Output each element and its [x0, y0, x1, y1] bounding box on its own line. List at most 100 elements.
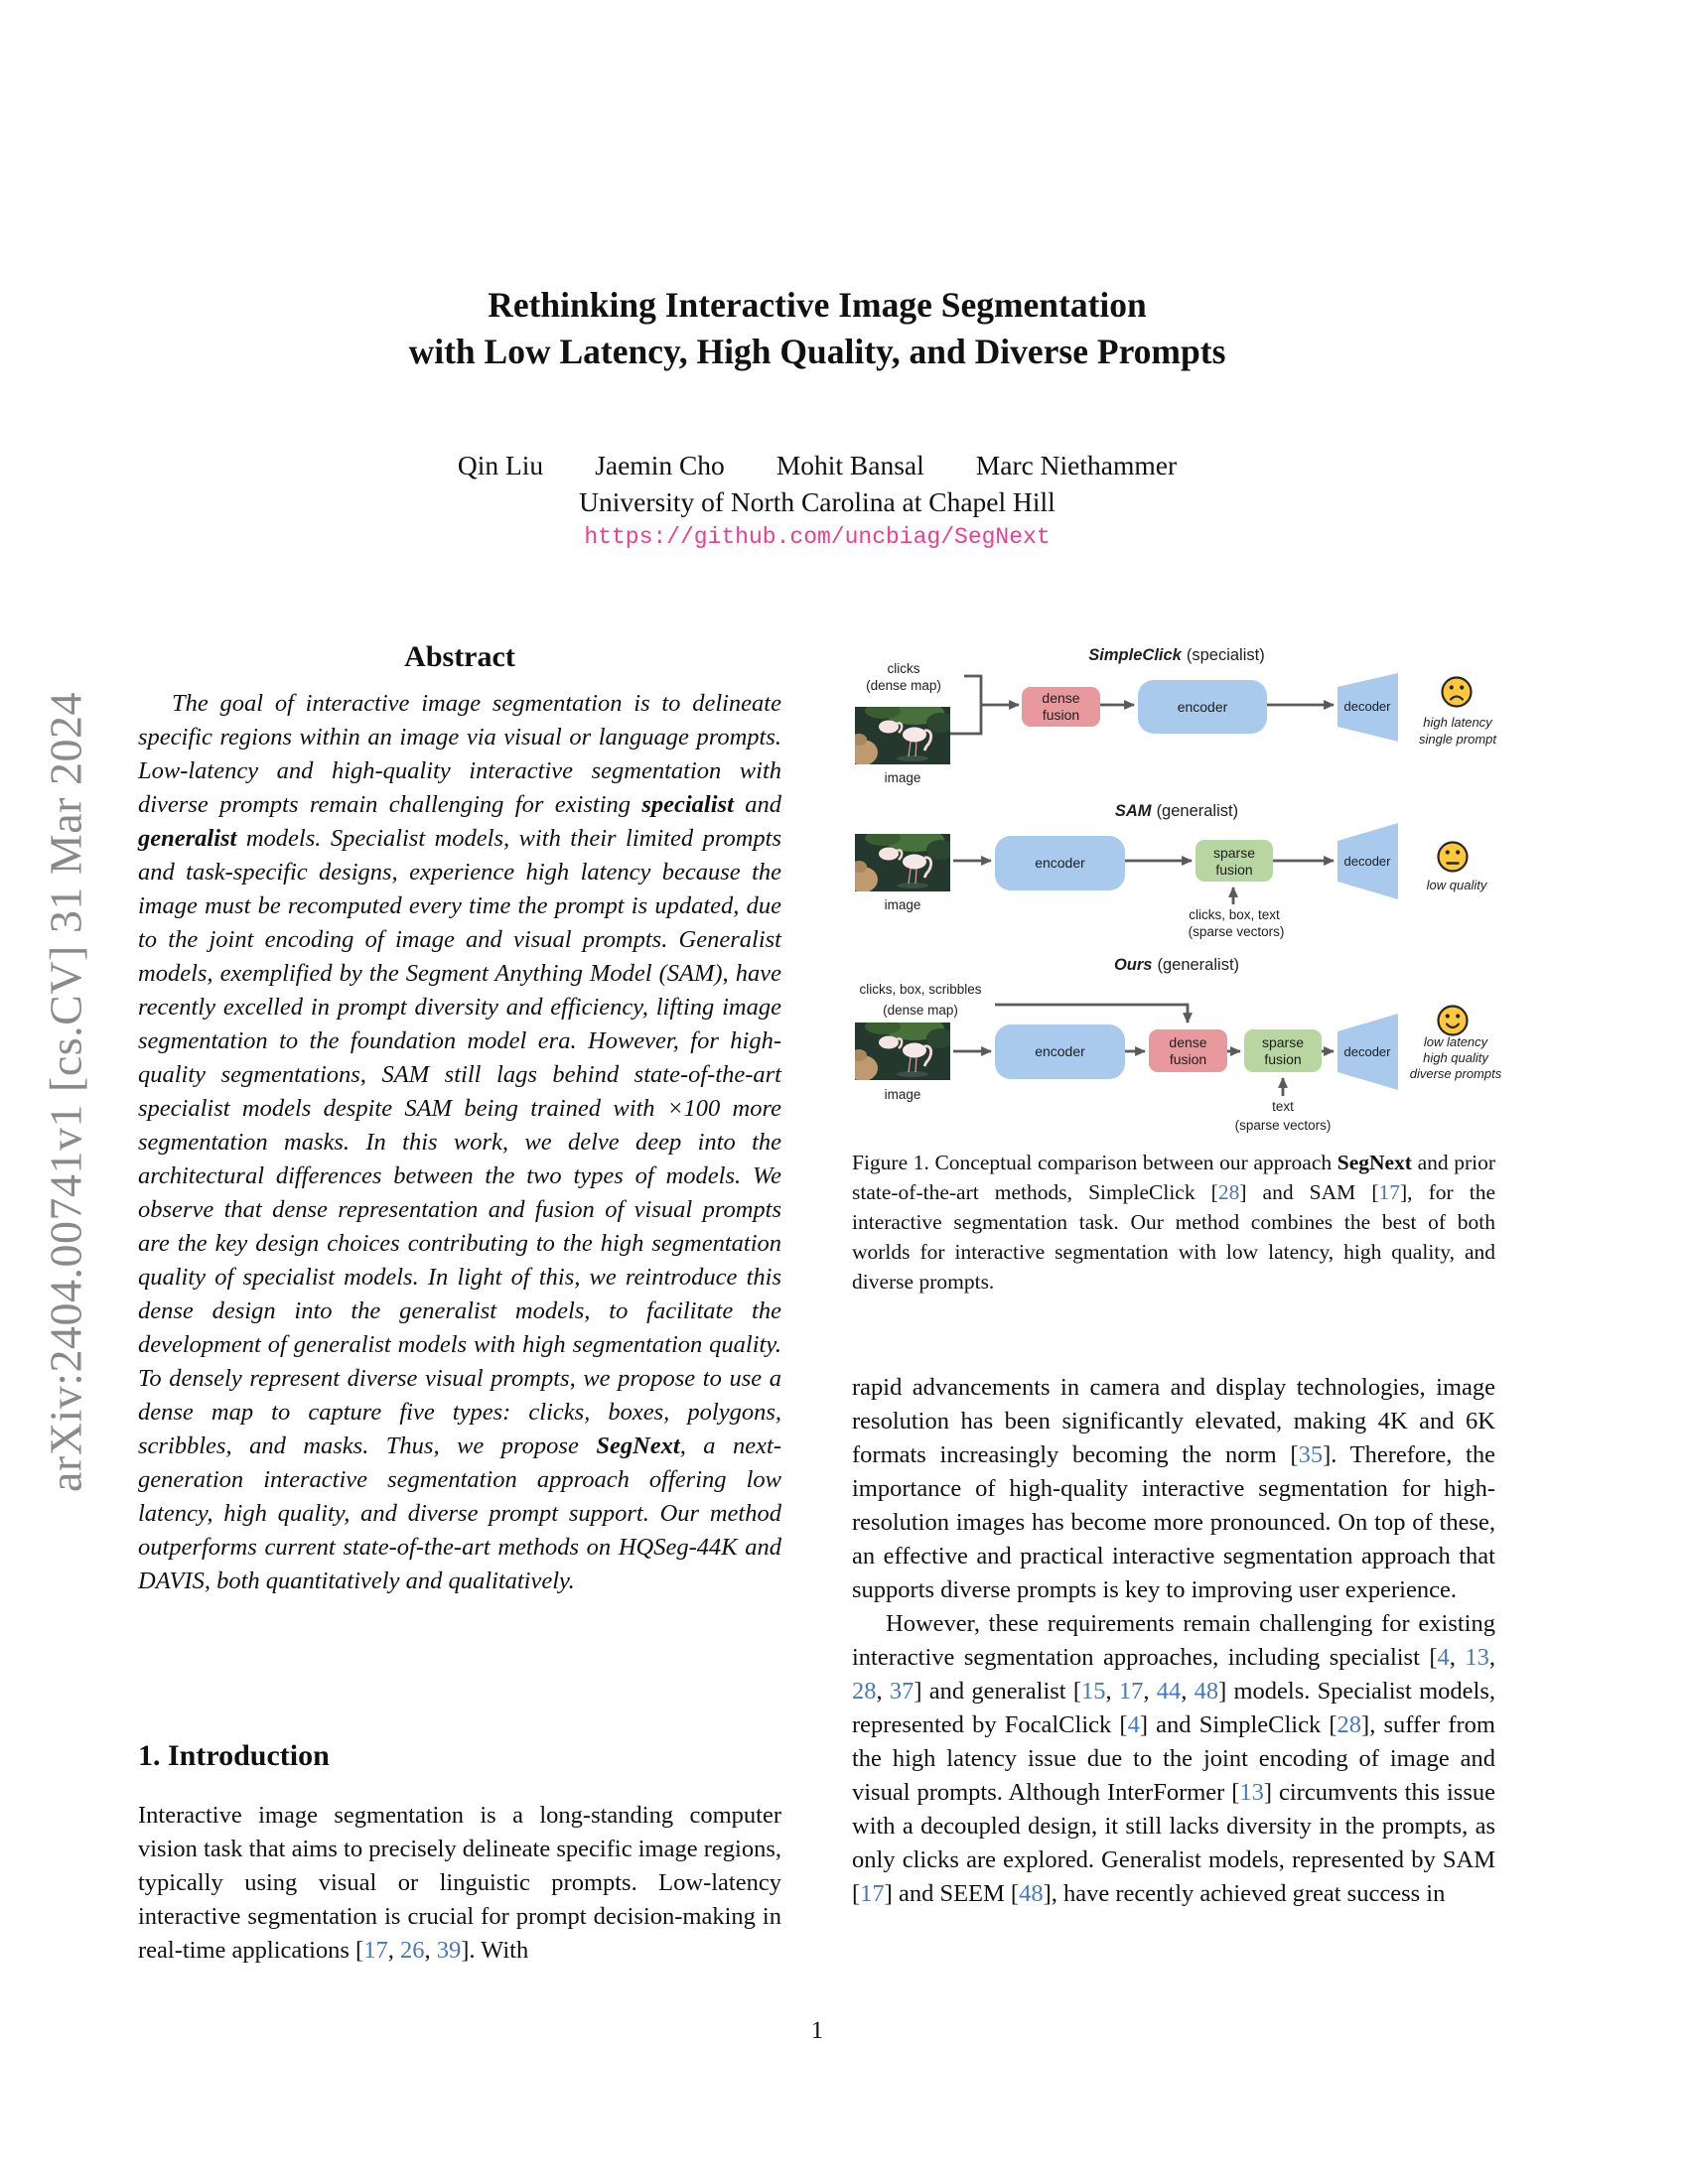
row1-encoder-label: encoder	[1178, 699, 1228, 715]
sad-face-icon	[1441, 676, 1473, 708]
paragraph-however: However, these requirements remain chall…	[852, 1607, 1495, 1911]
row3-input-image	[855, 1023, 950, 1080]
citation-ref[interactable]: 39	[436, 1937, 462, 1964]
citation-ref[interactable]: 44	[1156, 1678, 1182, 1705]
body-text-right-column: rapid advancements in camera and display…	[852, 1371, 1495, 1911]
text-run: The goal of interactive image segmentati…	[138, 690, 781, 818]
row2-input-image	[855, 834, 950, 891]
row1-dense-fusion-label2: fusion	[1043, 707, 1079, 723]
emphasized-term: generalist	[138, 825, 237, 852]
row2-note-1: low quality	[1427, 878, 1488, 892]
row1-decoder-shape	[1337, 673, 1398, 742]
row1-title: SimpleClick(specialist)	[1088, 646, 1264, 664]
text-run: , a next-generation interactive segmenta…	[138, 1433, 781, 1594]
text-run: ] and generalist [	[914, 1678, 1081, 1705]
arxiv-watermark: arXiv:2404.00741v1 [cs.CV] 31 Mar 2024	[40, 691, 91, 1493]
citation-ref[interactable]: 28	[1217, 1180, 1240, 1204]
text-run: ,	[1181, 1678, 1195, 1705]
row2-image-label: image	[885, 897, 921, 912]
text-run: ,	[1105, 1678, 1119, 1705]
row1-note-2: single prompt	[1419, 732, 1497, 747]
row2-encoder-label: encoder	[1035, 855, 1085, 871]
citation-ref[interactable]: 48	[1019, 1880, 1044, 1907]
row1-encoder-box	[1138, 680, 1267, 734]
citation-ref[interactable]: 13	[1239, 1779, 1264, 1806]
text-run: ] circumvents this issue with a decouple…	[852, 1779, 1495, 1907]
row1-dense-fusion-box	[1022, 687, 1100, 727]
row3-sparse-fusion-label2: fusion	[1264, 1051, 1301, 1067]
author-name: Marc Niethammer	[975, 450, 1178, 480]
row3-dense-fusion-label2: fusion	[1170, 1051, 1206, 1067]
row3-dense-map-label: (dense map)	[883, 1003, 958, 1018]
figure-1-diagram: SimpleClick(specialist) clicks (dense ma…	[855, 646, 1502, 1133]
introduction-paragraph: Interactive image segmentation is a long…	[138, 1799, 781, 1968]
abstract-text: The goal of interactive image segmentati…	[138, 687, 781, 1598]
row2-sparse-fusion-box	[1196, 840, 1273, 882]
abstract-heading: Abstract	[404, 640, 515, 673]
row3-title: Ours(generalist)	[1114, 956, 1239, 974]
text-run: ], for the interactive segmentation task…	[852, 1180, 1496, 1294]
text-run: ], have recently achieved great success …	[1043, 1880, 1446, 1907]
text-run: ,	[1488, 1644, 1495, 1671]
text-run: ], suffer from the high latency issue du…	[852, 1711, 1495, 1806]
citation-ref[interactable]: 13	[1465, 1644, 1489, 1671]
row1-clicks-label: clicks	[888, 661, 920, 676]
text-run: ,	[1449, 1644, 1466, 1671]
row2-sparse-fusion-label: sparse	[1213, 845, 1255, 861]
citation-ref[interactable]: 17	[1118, 1678, 1144, 1705]
section-heading-introduction: 1. Introduction	[138, 1739, 330, 1772]
emphasized-term: specialist	[641, 791, 734, 818]
project-link[interactable]: https://github.com/uncbiag/SegNext	[584, 524, 1051, 550]
citation-ref[interactable]: 15	[1081, 1678, 1106, 1705]
row3-note-3: diverse prompts	[1410, 1066, 1502, 1081]
text-run: ,	[876, 1678, 890, 1705]
row3-prompt-label2: (sparse vectors)	[1235, 1118, 1332, 1133]
text-run: models. Specialist models, with their li…	[138, 825, 781, 1459]
citation-ref[interactable]: 17	[860, 1880, 885, 1907]
citation-ref[interactable]: 37	[889, 1678, 914, 1705]
text-run: ,	[387, 1937, 400, 1964]
row3-dense-fusion-box	[1149, 1029, 1227, 1072]
text-run: and prior state-of-the-art methods, Simp…	[852, 1151, 1495, 1204]
affiliation: University of North Carolina at Chapel H…	[579, 486, 1055, 517]
text-run: and	[733, 791, 782, 818]
row3-decoder-shape	[1337, 1014, 1398, 1090]
author-name: Jaemin Cho	[595, 450, 725, 480]
citation-ref[interactable]: 17	[1378, 1180, 1401, 1204]
happy-face-icon	[1437, 1005, 1469, 1036]
citation-ref[interactable]: 26	[399, 1937, 425, 1964]
bold-term: SegNext	[1336, 1151, 1412, 1174]
citation-ref[interactable]: 17	[363, 1937, 388, 1964]
row1-image-label: image	[885, 770, 921, 785]
citation-ref[interactable]: 4	[1127, 1711, 1140, 1738]
row3-encoder-label: encoder	[1035, 1043, 1085, 1059]
row3-prompt-label: text	[1272, 1099, 1294, 1114]
author-name: Qin Liu	[457, 450, 544, 480]
citation-ref[interactable]: 35	[1298, 1441, 1324, 1468]
page-title: Rethinking Interactive Image Segmentatio…	[0, 282, 1634, 375]
text-run: ] and SEEM [	[884, 1880, 1020, 1907]
row3-sparse-fusion-box	[1244, 1029, 1322, 1072]
figure-1-caption: Figure 1. Conceptual comparison between …	[852, 1148, 1495, 1297]
row2-title: SAM(generalist)	[1115, 802, 1238, 820]
row3-route-line	[995, 1003, 1193, 1024]
row1-note-1: high latency	[1423, 715, 1493, 730]
citation-ref[interactable]: 28	[1336, 1711, 1362, 1738]
emphasized-term: SegNext	[596, 1433, 680, 1459]
row2-decoder-label: decoder	[1344, 854, 1392, 869]
row3-decoder-label: decoder	[1344, 1044, 1392, 1059]
text-run: Interactive image segmentation is a long…	[138, 1802, 781, 1964]
row3-note-1: low latency	[1424, 1034, 1489, 1049]
citation-ref[interactable]: 28	[852, 1678, 877, 1705]
citation-ref[interactable]: 4	[1437, 1644, 1450, 1671]
row3-encoder-box	[995, 1024, 1125, 1079]
text-run: ]. With	[461, 1937, 529, 1964]
row2-encoder-box	[995, 836, 1125, 890]
row2-sparse-fusion-label2: fusion	[1215, 862, 1252, 878]
paragraph-continuation: rapid advancements in camera and display…	[852, 1371, 1495, 1607]
citation-ref[interactable]: 48	[1194, 1678, 1219, 1705]
row3-sparse-fusion-label: sparse	[1262, 1034, 1304, 1050]
text-run: ,	[424, 1937, 437, 1964]
